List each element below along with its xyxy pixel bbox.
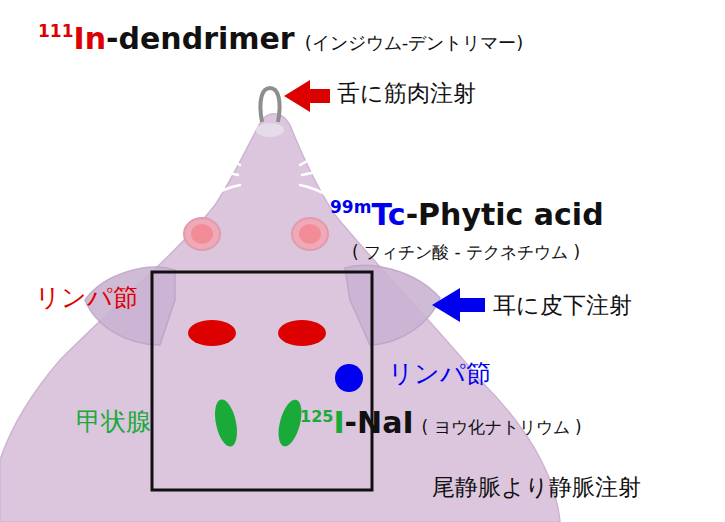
compound-reading: ( ヨウ化ナトリウム ) (422, 417, 582, 437)
compound-reading: (インジウム-デントリマー) (305, 32, 524, 53)
label-line: 125I-NaI ( ヨウ化ナトリウム ) (300, 406, 582, 441)
nose (256, 123, 284, 137)
label-line: 尾静脈より静脈注射 (432, 474, 641, 500)
right-ear (345, 265, 440, 345)
injection-note: 舌に筋肉注射 (337, 80, 476, 106)
element-symbol: In (74, 21, 107, 56)
injection-note: 尾静脈より静脈注射 (432, 474, 641, 500)
left-eye (184, 218, 220, 250)
label-line: ( フィチン酸 - テクネチウム ) (352, 243, 580, 263)
red-arrow (284, 80, 330, 112)
compound-name: -Phytic acid (406, 197, 604, 232)
mouse-head (0, 114, 560, 522)
organ-label: リンパ節 (35, 283, 138, 312)
label-line: 99mTc-Phytic acid (330, 198, 604, 233)
lymph-node-red (188, 320, 236, 346)
label-line: 耳に皮下注射 (493, 292, 632, 318)
label-line: 111In-dendrimer (インジウム-デントリマー) (38, 22, 523, 57)
element-symbol: I (333, 405, 344, 440)
right-eye-inner (299, 224, 321, 244)
compound-reading: ( フィチン酸 - テクネチウム ) (352, 242, 580, 262)
thyroid-lobe (211, 397, 241, 448)
organ-label: リンパ節 (388, 359, 491, 388)
label-line: 甲状腺 (76, 408, 151, 437)
element-symbol: Tc (371, 197, 405, 232)
injection-note: 耳に皮下注射 (493, 292, 632, 318)
label-line: リンパ節 (35, 284, 138, 313)
region-frame (152, 272, 372, 490)
blue-arrow (432, 288, 485, 322)
lymph-node-red (278, 320, 326, 346)
tongue (260, 88, 279, 122)
whiskers (150, 144, 392, 225)
label-line: リンパ節 (388, 360, 491, 389)
organ-label: 甲状腺 (76, 407, 151, 436)
isotope-number: 111 (38, 21, 74, 41)
compound-name: -dendrimer (106, 21, 295, 56)
compound-name: -NaI (345, 405, 414, 440)
left-eye-inner (191, 224, 213, 244)
label-line: 舌に筋肉注射 (337, 80, 476, 106)
right-eye (292, 218, 328, 250)
isotope-number: 99m (330, 197, 371, 217)
isotope-number: 125 (300, 407, 333, 426)
lymph-node-blue (335, 364, 363, 392)
